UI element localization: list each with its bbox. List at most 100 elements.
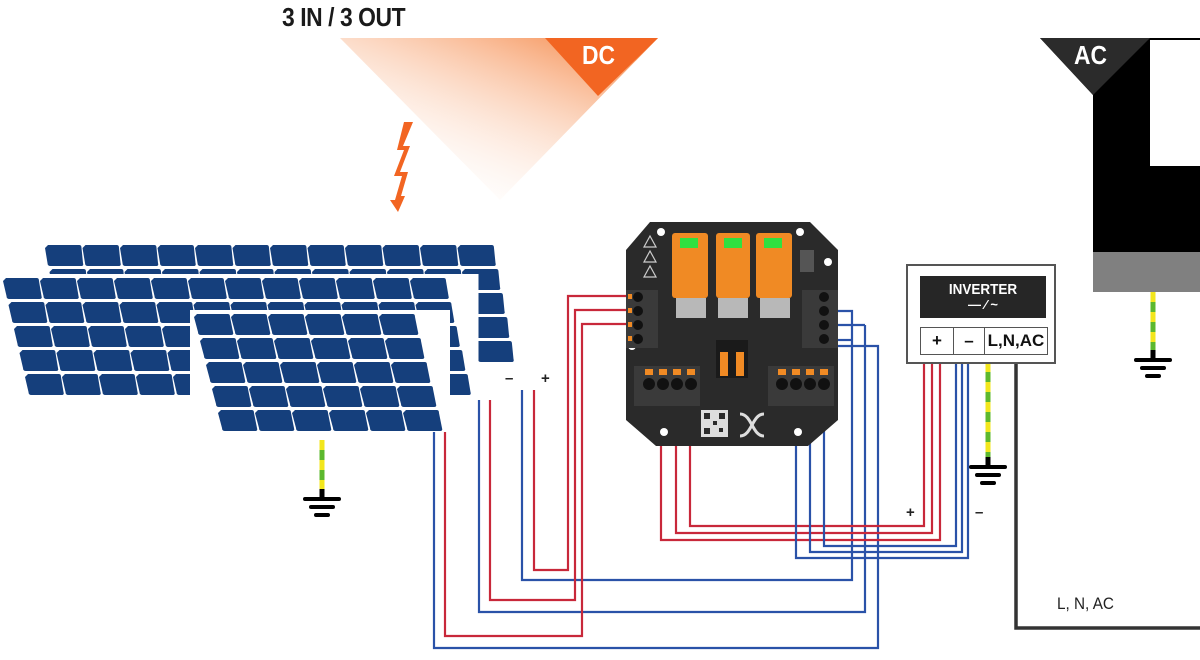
solar-cell [120, 245, 159, 266]
solar-cell [99, 374, 138, 395]
string3-minus-wire [432, 344, 880, 650]
warning-icon [642, 234, 658, 278]
solar-cell [286, 386, 326, 407]
ac-ground-icon [1134, 292, 1172, 378]
ac-line [1014, 362, 1200, 630]
solar-cell [14, 326, 53, 347]
solar-cell [268, 314, 308, 335]
pv-plus-label: + [541, 370, 550, 387]
ground-symbols [303, 292, 1172, 517]
solar-cell [93, 350, 133, 371]
solar-cell [336, 278, 375, 299]
solar-cell [385, 338, 425, 359]
surge-module [672, 233, 708, 318]
solar-cell [311, 338, 351, 359]
solar-cell [157, 245, 196, 266]
surge-module [716, 233, 750, 318]
inverter: INVERTER — ⁄ ~ + – L,N,AC [906, 264, 1056, 364]
solar-cell [379, 314, 419, 335]
solar-cell [231, 314, 271, 335]
dc-triangle [340, 38, 658, 200]
solar-cell [125, 326, 164, 347]
diagram-title: 3 IN / 3 OUT [282, 2, 406, 32]
output2-plus-wire [674, 362, 934, 535]
solar-cell [329, 410, 369, 431]
solar-cell [397, 386, 437, 407]
solar-cell [136, 374, 175, 395]
inverter-header: INVERTER — ⁄ ~ [920, 276, 1046, 318]
solar-cell [119, 302, 159, 323]
solar-cell [45, 302, 85, 323]
output3-minus-wire [822, 362, 958, 548]
solar-cell [299, 278, 338, 299]
solar-cell [195, 245, 234, 266]
output-terminal-block [802, 290, 838, 348]
solar-cell [19, 350, 59, 371]
ac-line-label: L, N, AC [1057, 594, 1114, 613]
solar-cell [114, 278, 153, 299]
solar-cell [360, 386, 400, 407]
solar-cell [194, 314, 234, 335]
solar-cell [307, 245, 346, 266]
ac-grid-block [1040, 38, 1200, 292]
solar-cell [45, 245, 84, 266]
solar-cell [457, 245, 496, 266]
solar-cell [403, 410, 443, 431]
qr-code [701, 410, 728, 437]
string2-minus-wire [477, 325, 867, 614]
solar-cell [249, 386, 289, 407]
dc-ac-symbol-icon: — ⁄ ~ [968, 297, 998, 312]
string1-minus-wire [520, 340, 854, 582]
solar-cell [62, 374, 101, 395]
output3-plus-wire [688, 362, 926, 528]
solar-cell [8, 302, 48, 323]
solar-cell [243, 362, 283, 383]
solar-cell [354, 362, 394, 383]
inverter-terminal-minus: – [954, 328, 985, 354]
ac-label: AC [1074, 40, 1108, 70]
inverter-title: INVERTER [948, 281, 1018, 298]
solar-cell [218, 410, 258, 431]
solar-cell [232, 245, 271, 266]
solar-cell [274, 338, 314, 359]
solar-cell [348, 338, 388, 359]
solar-cell [200, 338, 240, 359]
inverter-terminals: + – L,N,AC [920, 327, 1048, 355]
solar-cell [40, 278, 79, 299]
pv-ground-icon [303, 440, 341, 517]
solar-cell [82, 245, 121, 266]
solar-cell [255, 410, 295, 431]
inverter-plus-label: + [906, 504, 915, 521]
solar-cell [410, 278, 449, 299]
solar-cell [51, 326, 90, 347]
solar-cell [237, 338, 277, 359]
solar-cell [3, 278, 42, 299]
lightning-icon [390, 122, 413, 212]
dc-label: DC [582, 40, 616, 70]
solar-cell [156, 302, 196, 323]
solar-cell [212, 386, 252, 407]
solar-cell [206, 362, 246, 383]
output2-minus-wire [808, 362, 964, 554]
solar-cell [391, 362, 431, 383]
inverter-minus-label: – [975, 504, 984, 521]
solar-cell [342, 314, 382, 335]
solar-cell [382, 245, 421, 266]
wiring [432, 294, 970, 650]
inverter-terminal-plus: + [921, 328, 954, 354]
string2-plus-wire [488, 308, 626, 602]
bottom-left-terminal-block [634, 366, 700, 406]
pv-minus-label: – [505, 370, 514, 387]
solar-cell [471, 317, 510, 338]
solar-cell [305, 314, 345, 335]
solar-cell [151, 278, 190, 299]
solar-cell [420, 245, 459, 266]
inverter-terminal-ac: L,N,AC [987, 331, 1045, 350]
solar-cell [373, 278, 412, 299]
bottom-right-terminal-block [768, 366, 834, 406]
solar-cell [280, 362, 320, 383]
solar-cell [262, 278, 301, 299]
solar-cell [77, 278, 116, 299]
pv-panel-array [0, 241, 522, 438]
